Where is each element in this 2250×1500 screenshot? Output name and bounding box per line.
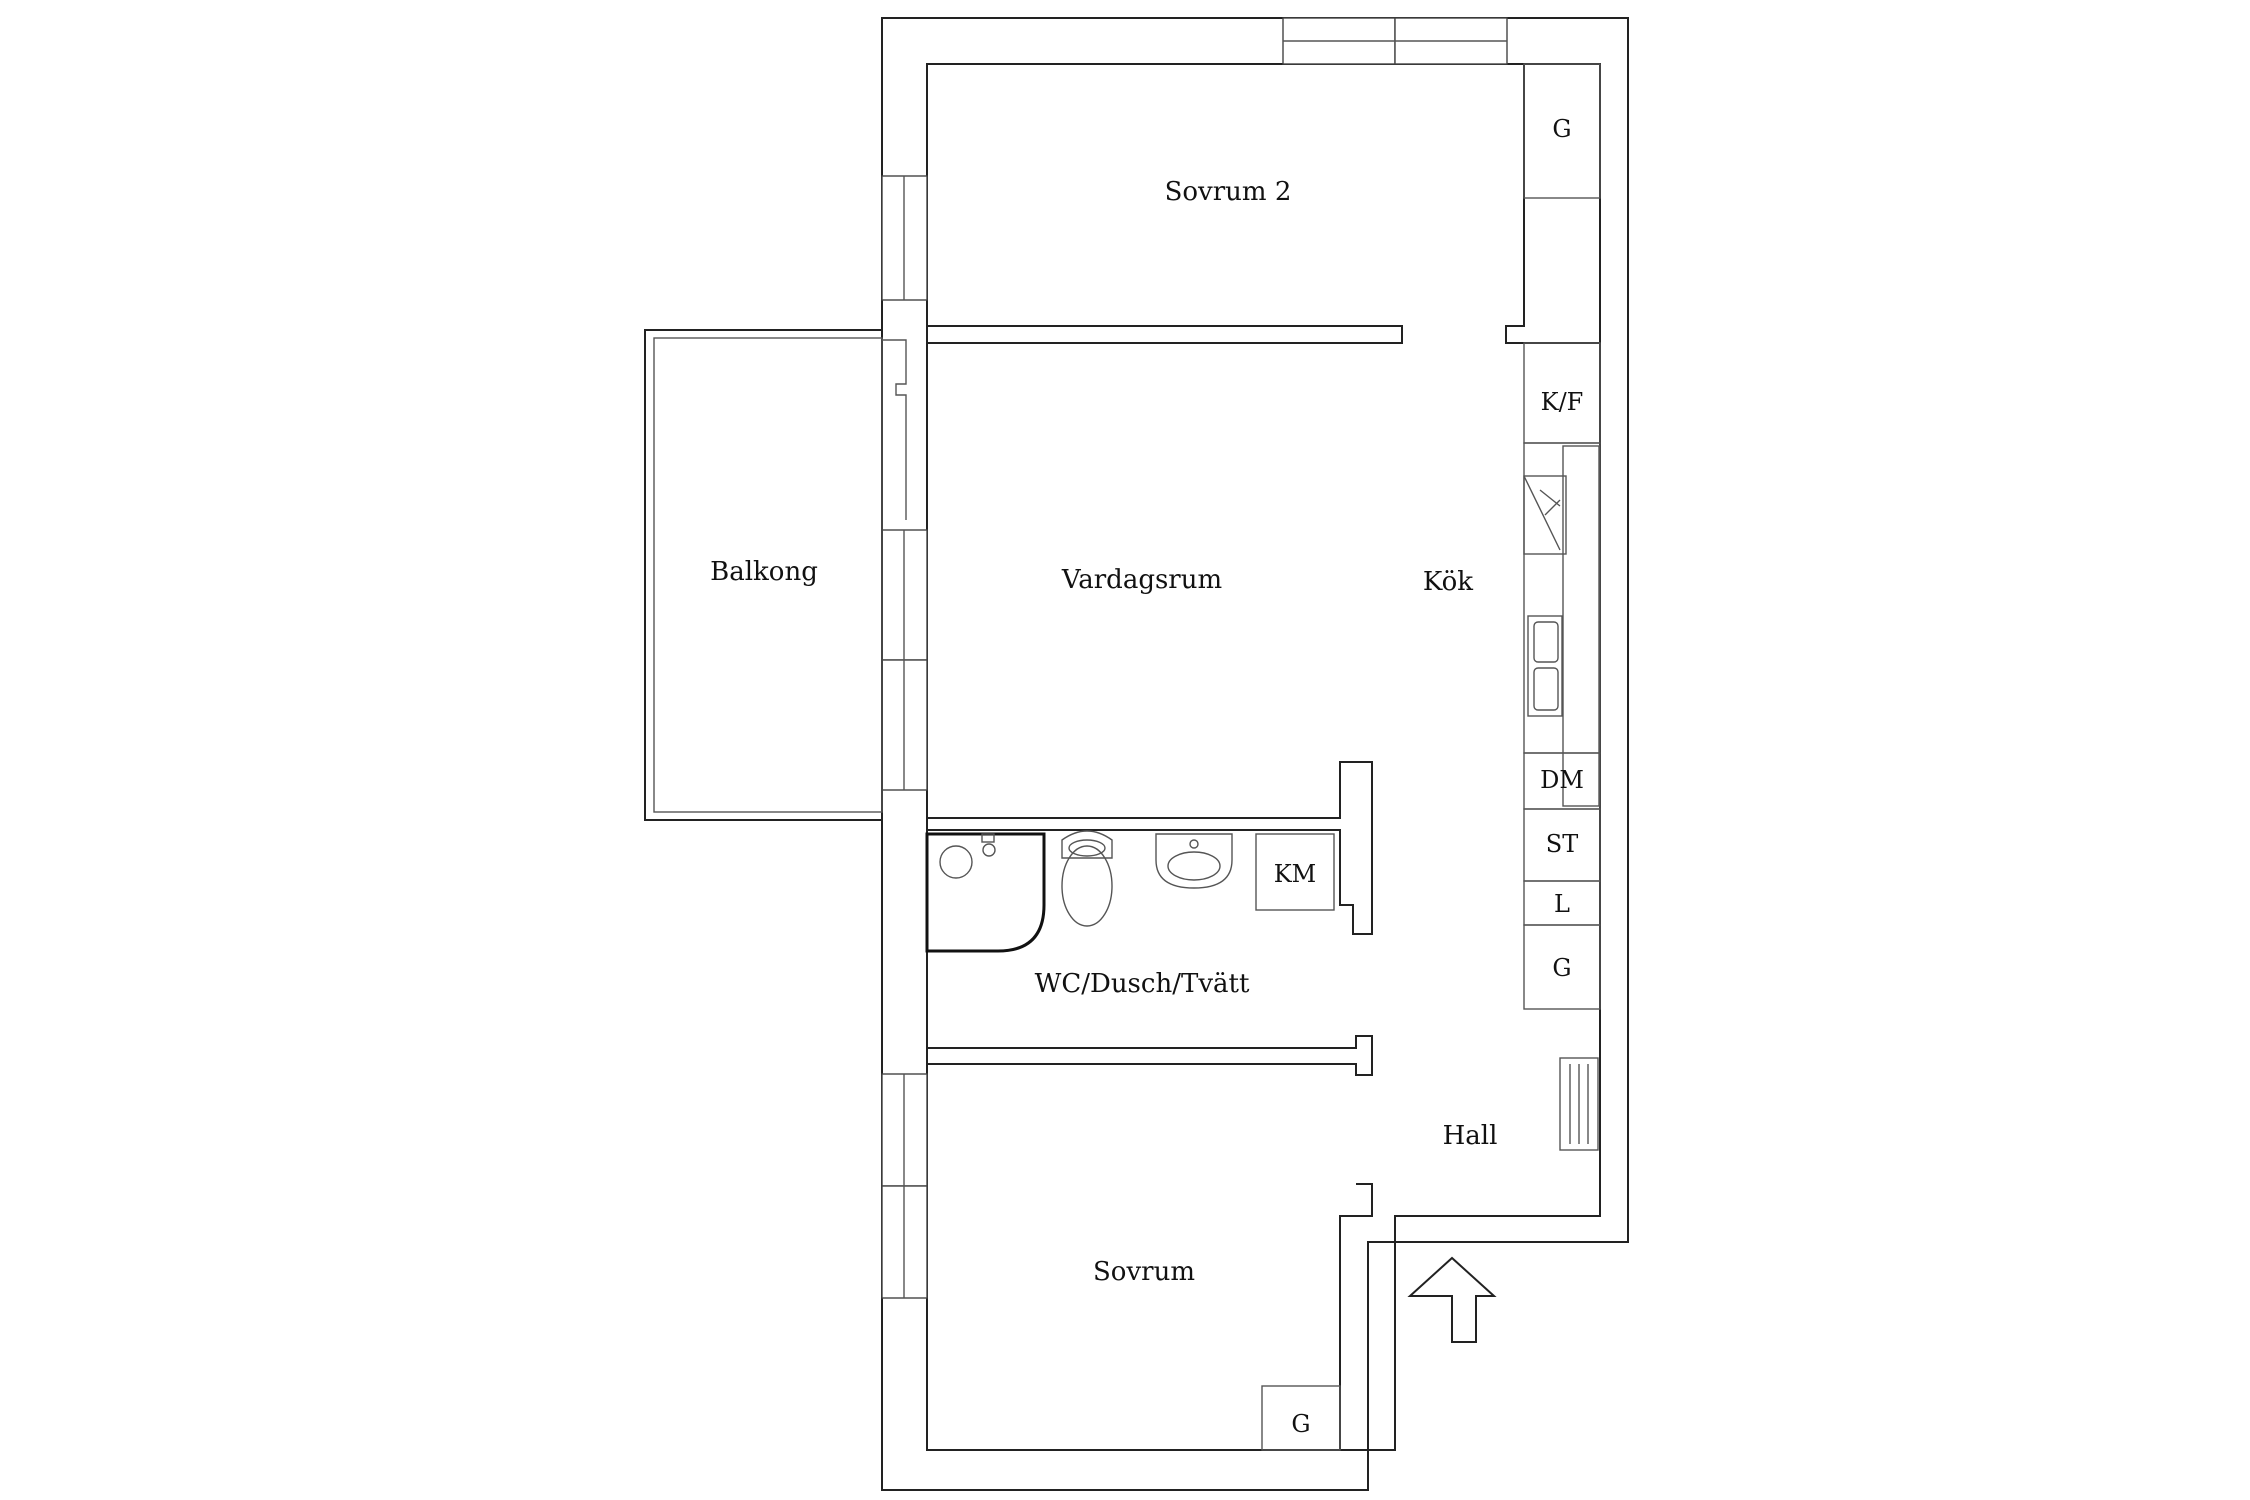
windows: [881, 17, 1508, 1299]
fixture-label-st: ST: [1546, 830, 1578, 858]
kitchen-counter: [1523, 63, 1601, 1010]
stove-icon: [1523, 475, 1567, 555]
room-label-sovrum-2: Sovrum 2: [1165, 177, 1292, 207]
room-label-sovrum: Sovrum: [1093, 1257, 1195, 1287]
room-label-hall: Hall: [1443, 1121, 1498, 1151]
room-label-balkong: Balkong: [710, 557, 818, 587]
entrance-arrow-icon: [1407, 1256, 1497, 1343]
toilet-icon: [1061, 830, 1113, 927]
room-label-wc: WC/Dusch/Tvätt: [1035, 969, 1250, 999]
balcony: [644, 329, 907, 821]
fixture-label-km: KM: [1274, 860, 1317, 888]
room-label-vardagsrum: Vardagsrum: [1061, 565, 1222, 595]
sink-icon: [1155, 833, 1233, 889]
fixture-label-g-top: G: [1552, 115, 1571, 143]
fixture-label-l: L: [1554, 890, 1570, 918]
shower-icon: [925, 832, 1046, 953]
sink-icon: [1527, 615, 1563, 717]
fixture-label-g-bottom: G: [1291, 1410, 1310, 1438]
fixture-label-kf: K/F: [1541, 388, 1584, 416]
interior-walls: [927, 64, 1600, 1450]
radiator-icon: [1559, 1057, 1599, 1151]
outer-walls: [881, 17, 1629, 1491]
fixture-label-g-hall: G: [1552, 954, 1571, 982]
fixture-label-dm: DM: [1540, 766, 1584, 794]
room-label-kok: Kök: [1423, 567, 1473, 597]
